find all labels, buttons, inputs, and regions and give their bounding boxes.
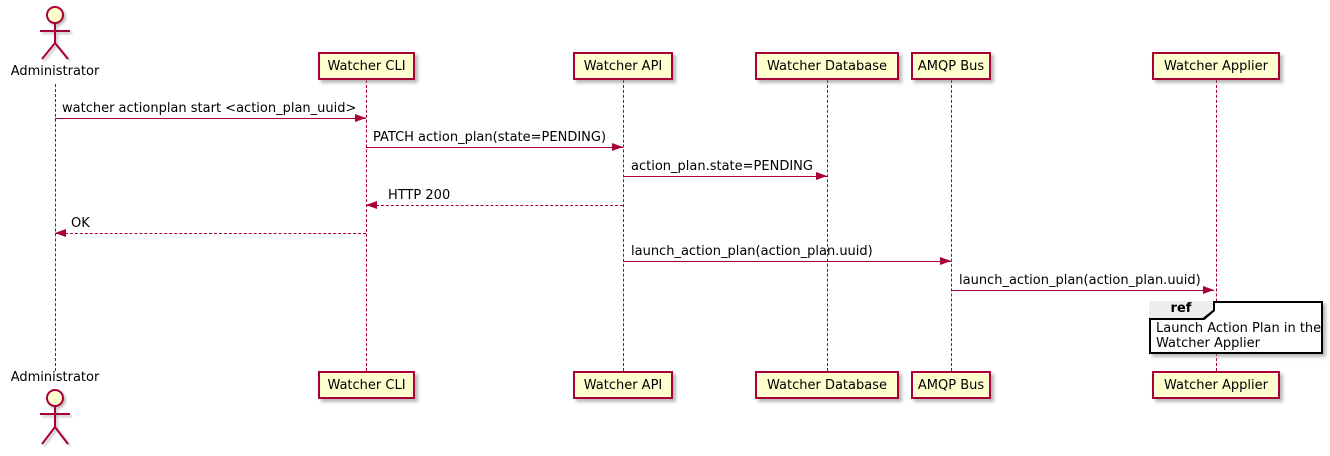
arrowhead-right-icon (940, 257, 951, 265)
message-label: OK (71, 216, 90, 231)
message-line (951, 290, 1214, 291)
actor-icon (40, 389, 70, 445)
lifeline-amqp-bus (951, 80, 952, 371)
message-line (366, 205, 623, 206)
message-label: action_plan.state=PENDING (631, 159, 813, 174)
participant-watcher-database-bottom: Watcher Database (755, 371, 899, 399)
message-label: launch_action_plan(action_plan.uuid) (631, 244, 873, 259)
message-line (55, 233, 366, 234)
actor-label-top: Administrator (10, 64, 100, 79)
participant-watcher-cli-top: Watcher CLI (318, 52, 415, 80)
lifeline-watcher-api (623, 80, 624, 371)
message-label: HTTP 200 (388, 188, 451, 203)
lifeline-administrator (55, 84, 56, 371)
participant-watcher-api-bottom: Watcher API (573, 371, 673, 399)
arrowhead-right-icon (355, 114, 366, 122)
arrowhead-left-icon (366, 201, 377, 209)
participant-amqp-bus-top: AMQP Bus (911, 52, 991, 80)
lifeline-watcher-database (827, 80, 828, 371)
ref-text-line1: Launch Action Plan in the (1156, 321, 1322, 336)
participant-amqp-bus-bottom: AMQP Bus (911, 371, 991, 399)
message-label: launch_action_plan(action_plan.uuid) (959, 273, 1201, 288)
message-line (623, 261, 951, 262)
participant-watcher-api-top: Watcher API (573, 52, 673, 80)
arrowhead-right-icon (816, 172, 827, 180)
arrowhead-left-icon (55, 229, 66, 237)
message-label: watcher actionplan start <action_plan_uu… (62, 101, 357, 116)
participant-watcher-applier-bottom: Watcher Applier (1152, 371, 1280, 399)
ref-text-line2: Watcher Applier (1156, 336, 1260, 351)
actor-icon (40, 6, 70, 60)
ref-fragment: ref Launch Action Plan in the Watcher Ap… (1149, 301, 1323, 354)
arrowhead-right-icon (612, 143, 623, 151)
message-line (623, 176, 827, 177)
participant-watcher-database-top: Watcher Database (755, 52, 899, 80)
message-line (55, 118, 366, 119)
message-line (366, 147, 623, 148)
message-label: PATCH action_plan(state=PENDING) (373, 130, 607, 145)
ref-keyword: ref (1149, 301, 1213, 318)
lifeline-watcher-cli (366, 80, 367, 371)
lifeline-watcher-applier (1216, 80, 1217, 371)
ref-text: Launch Action Plan in the Watcher Applie… (1156, 321, 1321, 351)
ref-header: ref (1149, 301, 1215, 320)
participant-watcher-applier-top: Watcher Applier (1152, 52, 1280, 80)
arrowhead-right-icon (1203, 286, 1214, 294)
actor-label-bottom: Administrator (10, 370, 100, 385)
participant-watcher-cli-bottom: Watcher CLI (318, 371, 415, 399)
